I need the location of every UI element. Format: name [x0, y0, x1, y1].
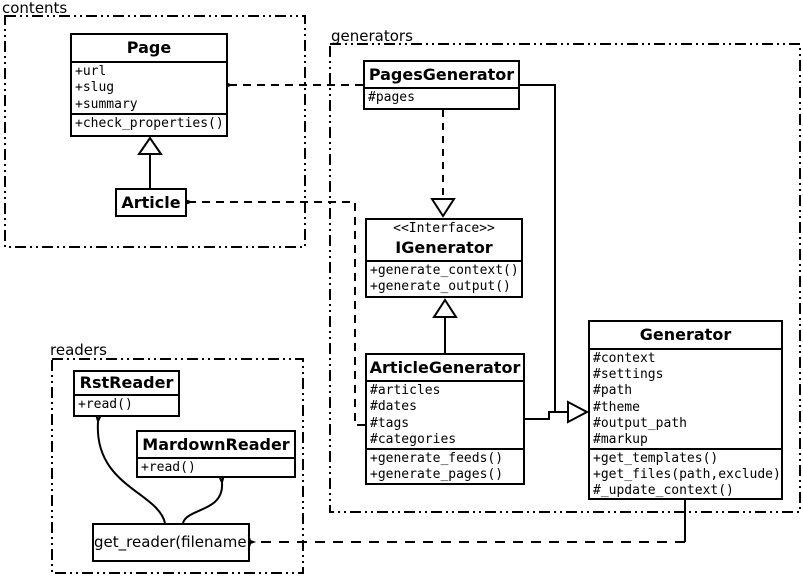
edge-getreader-to-mardownreader: [182, 483, 222, 524]
attr: #settings: [593, 367, 664, 383]
class-mardownreader: MardownReader +read(): [136, 430, 296, 478]
method: +generate_pages(): [370, 467, 504, 483]
attr: #path: [593, 383, 633, 399]
generators-package-label: generators: [331, 27, 413, 45]
class-pagesgenerator-attributes: #pages: [365, 87, 518, 110]
edge-articlegenerator-to-article: [191, 202, 365, 426]
attr: +slug: [75, 80, 115, 96]
class-page: Page +url+slug+summary +check_properties…: [70, 33, 228, 137]
method: +read(): [78, 397, 133, 412]
method: #_update_context(): [593, 483, 734, 499]
attr: #theme: [593, 399, 640, 415]
class-igenerator-header: <<Interface>> IGenerator: [367, 220, 521, 260]
class-rstreader: RstReader +read(): [73, 370, 180, 417]
method: +generate_feeds(): [370, 451, 504, 466]
class-article: Article: [115, 188, 187, 217]
readers-package-label: readers: [50, 341, 107, 359]
attr: #context: [593, 351, 656, 366]
class-page-methods: +check_properties(): [72, 113, 226, 137]
class-articlegenerator: ArticleGenerator #articles#dates#tags#ca…: [365, 353, 525, 485]
method: +generate_output(): [370, 279, 511, 295]
class-igenerator-methods: +generate_context()+generate_output(): [367, 260, 521, 298]
class-articlegenerator-methods: +generate_feeds()+generate_pages(): [367, 448, 523, 485]
class-articlegenerator-attributes: #articles#dates#tags#categories: [367, 380, 523, 448]
attr: #output_path: [593, 415, 687, 431]
class-article-name: Article: [121, 193, 181, 212]
attr: #tags: [370, 415, 410, 431]
attr: +summary: [75, 96, 138, 112]
edge-articlegenerator-to-generator: [525, 411, 555, 420]
attr: #dates: [370, 399, 417, 415]
contents-package-border: [4, 15, 306, 248]
class-page-name: Page: [126, 38, 172, 57]
class-page-attributes: +url+slug+summary: [72, 61, 226, 113]
attr: #articles: [370, 383, 441, 398]
method: +get_files(path,exclude): [593, 467, 781, 483]
attr: #categories: [370, 432, 457, 448]
method: +get_templates(): [593, 451, 719, 466]
function-get-reader: get_reader(filename): [92, 523, 252, 562]
class-mardownreader-methods: +read(): [138, 457, 294, 478]
class-igenerator: <<Interface>> IGenerator +generate_conte…: [365, 218, 523, 298]
method: +read(): [141, 460, 196, 475]
attr: #pages: [368, 90, 415, 105]
inheritance-triangle-igenerator-bottom: [432, 298, 458, 318]
attr: #markup: [593, 432, 648, 448]
method: +generate_context(): [370, 263, 519, 278]
class-articlegenerator-name: ArticleGenerator: [369, 358, 521, 377]
class-generator-methods: +get_templates()+get_files(path,exclude)…: [590, 448, 781, 500]
class-pagesgenerator-name: PagesGenerator: [368, 65, 515, 84]
contents-package-label: contents: [2, 0, 68, 17]
edge-pagesgenerator-to-generator: [520, 84, 568, 413]
readers-package-border: [51, 358, 304, 574]
method: +check_properties(): [75, 116, 224, 131]
class-pagesgenerator: PagesGenerator #pages: [363, 60, 520, 110]
generators-package-border: [329, 43, 801, 513]
inheritance-triangle-page: [137, 136, 163, 155]
inheritance-triangle-generator: [567, 400, 590, 424]
class-igenerator-name: IGenerator: [395, 238, 493, 257]
realization-triangle-igenerator: [430, 198, 456, 218]
class-rstreader-name: RstReader: [79, 373, 174, 392]
class-igenerator-stereotype: <<Interface>>: [393, 221, 495, 236]
edge-getreader-to-rstreader: [98, 422, 166, 524]
class-mardownreader-name: MardownReader: [142, 435, 290, 454]
class-generator-name: Generator: [639, 325, 732, 344]
class-generator: Generator #context#settings#path#theme#o…: [588, 320, 783, 500]
class-rstreader-methods: +read(): [75, 394, 178, 417]
attr: +url: [75, 64, 107, 79]
class-generator-attributes: #context#settings#path#theme#output_path…: [590, 348, 781, 448]
